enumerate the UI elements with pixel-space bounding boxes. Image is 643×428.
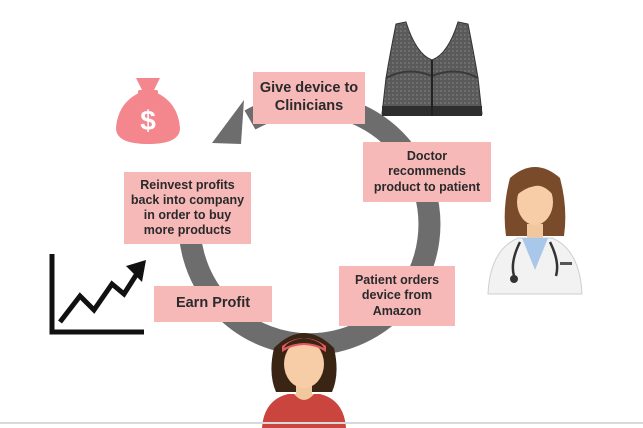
doctor-icon bbox=[487, 167, 583, 295]
growth-chart-icon bbox=[49, 254, 146, 335]
reinvest-label: Reinvest profits back into company in or… bbox=[124, 172, 251, 244]
cycle-arrow-head bbox=[212, 100, 244, 144]
svg-text:$: $ bbox=[140, 105, 156, 136]
sports-bra-image bbox=[381, 21, 483, 116]
patient-icon bbox=[262, 333, 346, 428]
divider bbox=[0, 422, 643, 424]
patient-orders-label: Patient orders device from Amazon bbox=[339, 266, 455, 326]
money-bag-icon: $ bbox=[116, 78, 180, 144]
earn-profit-label: Earn Profit bbox=[154, 286, 272, 322]
give-device-label: Give device to Clinicians bbox=[253, 72, 365, 124]
doctor-recommends-label: Doctor recommends product to patient bbox=[363, 142, 491, 202]
